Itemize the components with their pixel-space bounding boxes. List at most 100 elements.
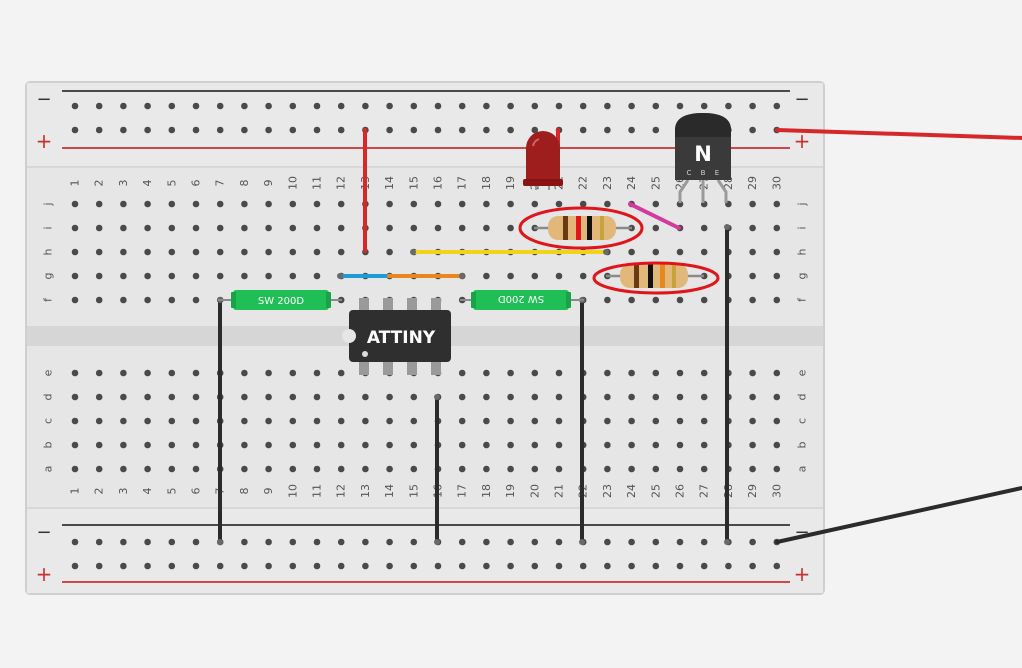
hole-i29[interactable] [749, 224, 756, 232]
hole-b18[interactable] [483, 441, 490, 449]
hole-d2[interactable] [95, 393, 103, 401]
hole-h12[interactable] [337, 248, 345, 256]
hole-e23[interactable] [604, 369, 611, 377]
hole-j22[interactable] [579, 200, 587, 208]
resistor-2[interactable] [606, 264, 704, 288]
rail-hole-top-plus-19[interactable] [507, 126, 514, 134]
hole-a20[interactable] [531, 465, 539, 473]
hole-g11[interactable] [313, 272, 321, 280]
rail-hole-top-plus-14[interactable] [386, 126, 393, 134]
hole-e19[interactable] [507, 369, 514, 377]
hole-b4[interactable] [144, 441, 151, 449]
hole-c25[interactable] [652, 417, 660, 425]
hole-b1[interactable] [71, 441, 79, 449]
hole-a12[interactable] [337, 465, 345, 473]
hole-j15[interactable] [410, 200, 418, 208]
hole-e8[interactable] [241, 369, 248, 377]
rail-hole-bottom-minus-21[interactable] [555, 538, 563, 546]
hole-g4[interactable] [144, 272, 151, 280]
rail-hole-top-minus-27[interactable] [700, 102, 708, 110]
rail-hole-top-minus-12[interactable] [337, 102, 345, 110]
hole-f3[interactable] [120, 296, 127, 304]
rail-hole-top-minus-22[interactable] [579, 102, 587, 110]
rail-hole-top-minus-25[interactable] [652, 102, 660, 110]
hole-d3[interactable] [120, 393, 127, 401]
hole-j16[interactable] [434, 200, 442, 208]
rail-hole-top-minus-14[interactable] [386, 102, 393, 110]
hole-f1[interactable] [71, 296, 79, 304]
red-led[interactable] [523, 131, 563, 190]
hole-c27[interactable] [700, 417, 708, 425]
npn-transistor[interactable]: N C B E [675, 113, 731, 203]
hole-b21[interactable] [555, 441, 563, 449]
rail-hole-bottom-plus-15[interactable] [410, 562, 418, 570]
rail-hole-top-minus-23[interactable] [604, 102, 611, 110]
rail-hole-top-minus-16[interactable] [434, 102, 442, 110]
hole-j4[interactable] [144, 200, 151, 208]
hole-d24[interactable] [628, 393, 635, 401]
hole-b29[interactable] [749, 441, 756, 449]
rail-hole-top-minus-29[interactable] [749, 102, 756, 110]
rail-hole-bottom-minus-9[interactable] [265, 538, 272, 546]
rail-hole-top-minus-30[interactable] [773, 102, 781, 110]
hole-d17[interactable] [458, 393, 466, 401]
hole-i12[interactable] [337, 224, 345, 232]
hole-g21[interactable] [555, 272, 563, 280]
rail-hole-top-minus-5[interactable] [168, 102, 176, 110]
hole-d26[interactable] [676, 393, 684, 401]
hole-f29[interactable] [749, 296, 756, 304]
rail-hole-top-minus-3[interactable] [120, 102, 127, 110]
hole-f5[interactable] [168, 296, 176, 304]
hole-b6[interactable] [192, 441, 200, 449]
hole-i4[interactable] [144, 224, 151, 232]
rail-hole-bottom-plus-17[interactable] [458, 562, 466, 570]
rail-hole-bottom-plus-3[interactable] [120, 562, 127, 570]
hole-h8[interactable] [241, 248, 248, 256]
hole-j6[interactable] [192, 200, 200, 208]
rail-hole-bottom-plus-29[interactable] [749, 562, 756, 570]
rail-hole-bottom-minus-29[interactable] [749, 538, 756, 546]
rail-hole-bottom-minus-3[interactable] [120, 538, 127, 546]
hole-h9[interactable] [265, 248, 272, 256]
hole-c15[interactable] [410, 417, 418, 425]
hole-h14[interactable] [386, 248, 393, 256]
rail-hole-top-minus-15[interactable] [410, 102, 418, 110]
hole-i3[interactable] [120, 224, 127, 232]
hole-b13[interactable] [362, 441, 369, 449]
hole-j26[interactable] [676, 200, 684, 208]
hole-a4[interactable] [144, 465, 151, 473]
hole-i14[interactable] [386, 224, 393, 232]
rail-hole-top-plus-7[interactable] [216, 126, 224, 134]
rail-hole-bottom-plus-28[interactable] [725, 562, 732, 570]
hole-b17[interactable] [458, 441, 466, 449]
hole-j29[interactable] [749, 200, 756, 208]
hole-d29[interactable] [749, 393, 756, 401]
hole-a18[interactable] [483, 465, 490, 473]
rail-hole-bottom-minus-15[interactable] [410, 538, 418, 546]
hole-b2[interactable] [95, 441, 103, 449]
hole-c26[interactable] [676, 417, 684, 425]
rail-hole-bottom-plus-7[interactable] [216, 562, 224, 570]
hole-b19[interactable] [507, 441, 514, 449]
rail-hole-bottom-minus-12[interactable] [337, 538, 345, 546]
rail-hole-bottom-plus-14[interactable] [386, 562, 393, 570]
hole-h5[interactable] [168, 248, 176, 256]
hole-i10[interactable] [289, 224, 297, 232]
hole-d8[interactable] [241, 393, 248, 401]
rail-hole-top-minus-26[interactable] [676, 102, 684, 110]
rail-hole-top-plus-2[interactable] [95, 126, 103, 134]
hole-c11[interactable] [313, 417, 321, 425]
hole-j20[interactable] [531, 200, 539, 208]
rail-hole-top-plus-29[interactable] [749, 126, 756, 134]
rail-hole-bottom-plus-25[interactable] [652, 562, 660, 570]
hole-g6[interactable] [192, 272, 200, 280]
hole-i11[interactable] [313, 224, 321, 232]
hole-d25[interactable] [652, 393, 660, 401]
hole-c10[interactable] [289, 417, 297, 425]
hole-g2[interactable] [95, 272, 103, 280]
hole-e5[interactable] [168, 369, 176, 377]
rail-hole-top-minus-24[interactable] [628, 102, 635, 110]
hole-b12[interactable] [337, 441, 345, 449]
hole-i6[interactable] [192, 224, 200, 232]
rail-hole-bottom-plus-13[interactable] [362, 562, 369, 570]
